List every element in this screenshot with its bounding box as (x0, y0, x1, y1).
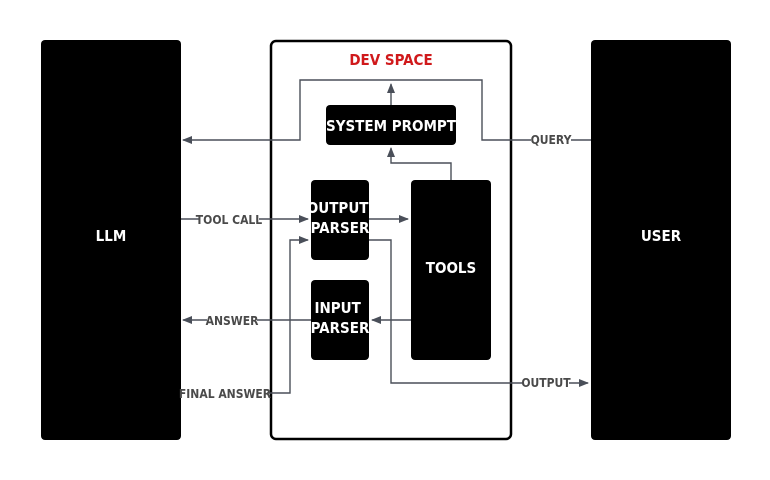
tools-label: TOOLS (426, 259, 476, 277)
output-parser-label: OUTPUT PARSER (307, 199, 373, 237)
input-parser-line-2: PARSER (311, 319, 370, 337)
input-parser-line-1: INPUT (314, 299, 361, 317)
output-parser-line-1: OUTPUT (307, 199, 369, 217)
output-connector (369, 239, 589, 387)
input-parser-box (311, 280, 369, 360)
tools-box (411, 180, 491, 360)
system-prompt-label: SYSTEM PROMPT (326, 117, 457, 135)
user-box (591, 40, 731, 440)
dev-space-title: DEV SPACE (349, 51, 432, 69)
final-answer-label-bg (183, 385, 267, 401)
llm-label: LLM (96, 227, 127, 245)
user-label: USER (641, 227, 682, 245)
system-prompt-box (326, 105, 456, 145)
tools-to-system-prompt-connector (387, 147, 452, 180)
output-label-bg (523, 375, 569, 391)
query-label: QUERY (531, 133, 572, 147)
answer-label-bg (207, 312, 257, 328)
output-label: OUTPUT (521, 376, 571, 390)
answer-label: ANSWER (206, 314, 259, 328)
llm-box (41, 40, 181, 440)
output-parser-box (311, 180, 369, 260)
input-parser-label: INPUT PARSER (311, 299, 370, 337)
final-answer-label: FINAL ANSWER (179, 387, 272, 401)
query-connector (182, 79, 591, 144)
tool-call-label: TOOL CALL (196, 213, 263, 227)
query-label-bg (531, 131, 571, 147)
output-parser-line-2: PARSER (311, 219, 370, 237)
tool-call-label-bg (199, 211, 259, 227)
